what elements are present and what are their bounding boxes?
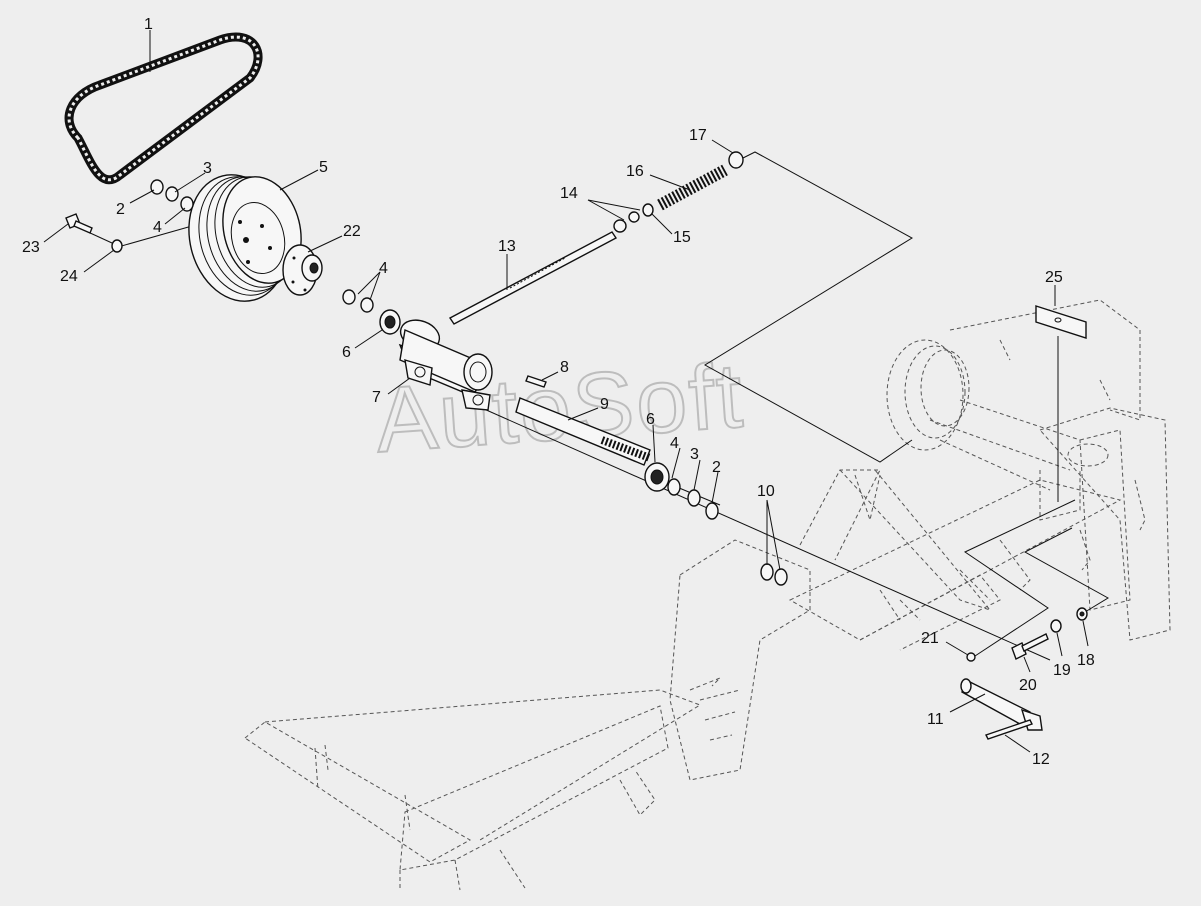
callout-25: 25 [1045,269,1063,286]
key [525,375,547,388]
spring [657,164,728,211]
callout-16: 16 [626,163,644,180]
shaft [515,397,652,466]
callout-5: 5 [319,159,328,176]
callout-7: 7 [372,389,381,406]
callout-6-b: 6 [646,411,655,428]
callout-6: 6 [342,344,351,361]
bracket-tube [398,319,493,411]
callout-9: 9 [600,396,609,413]
callout-2-b: 2 [712,459,721,476]
callout-4-c: 4 [670,435,679,452]
callout-3-b: 3 [690,446,699,463]
assembly-lines [87,151,1109,661]
callout-17: 17 [689,127,707,144]
callout-4: 4 [153,219,162,236]
bolt-23 [65,213,93,234]
callout-3: 3 [203,160,212,177]
callout-4-b: 4 [379,260,388,277]
threaded-rod [448,231,618,325]
plate [1035,305,1087,339]
callout-13: 13 [498,238,516,255]
cotter-pin [985,719,1033,740]
bolt-20 [1011,633,1049,660]
callout-22: 22 [343,223,361,240]
callout-2: 2 [116,201,125,218]
callout-20: 20 [1019,677,1037,694]
callout-labels: 1 2 3 4 5 22 23 24 4 6 7 13 14 15 16 17 … [22,16,1095,768]
callout-23: 23 [22,239,40,256]
pulley [188,174,302,302]
callout-12: 12 [1032,751,1050,768]
v-belt [64,32,263,185]
callout-21: 21 [921,630,939,647]
callout-11: 11 [927,711,944,728]
callout-leaders [43,30,1089,753]
callout-14: 14 [560,185,578,202]
callout-15: 15 [673,229,691,246]
callout-18: 18 [1077,652,1095,669]
callout-8: 8 [560,359,569,376]
callout-10: 10 [757,483,775,500]
hub [282,244,323,296]
callout-24: 24 [60,268,78,285]
callout-19: 19 [1053,662,1071,679]
callout-1: 1 [144,16,153,33]
